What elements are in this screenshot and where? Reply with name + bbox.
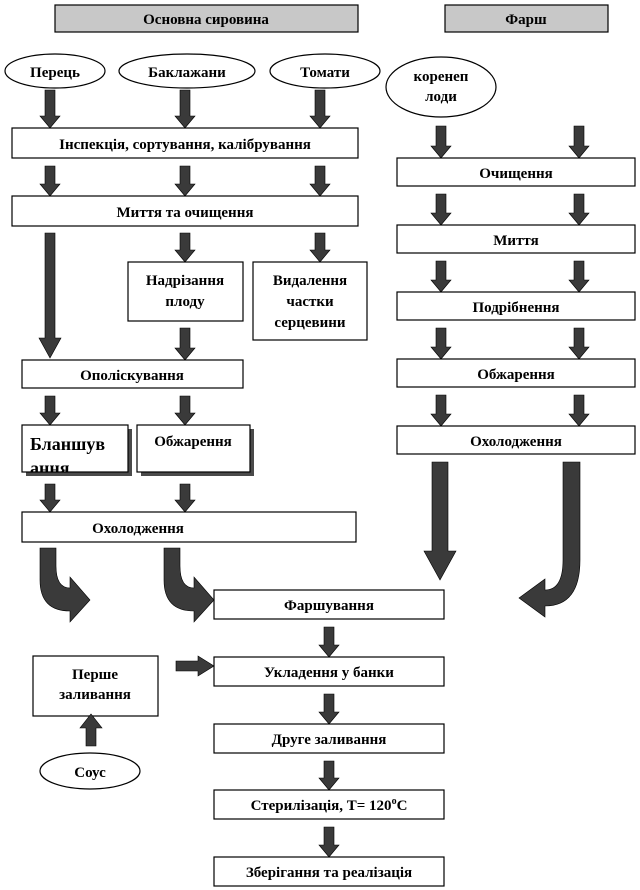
arrow-washing-cutting xyxy=(174,232,196,263)
arrow-cutting-rinsing xyxy=(174,327,196,361)
step-inspection: Інспекція, сортування, калібрування xyxy=(59,137,311,153)
step-first-pour-line1: Перше xyxy=(72,667,118,683)
header-main-raw: Основна сировина xyxy=(143,12,269,28)
arrow-pepper-1 xyxy=(39,89,61,129)
stuffing-cooling: Охолодження xyxy=(470,434,562,450)
step-second-pour-box xyxy=(213,723,445,754)
step-storage: Зберігання та реалізація xyxy=(246,865,412,881)
arrow-long-pepper xyxy=(38,232,62,359)
step-second-pour: Друге заливання xyxy=(272,732,387,748)
header-main-raw-box xyxy=(54,4,359,33)
step-filling-box xyxy=(213,589,445,620)
arrow-washing-core xyxy=(309,232,331,263)
arrow-grinding-frying-1 xyxy=(430,327,452,360)
stuffing-grinding-box xyxy=(396,291,636,321)
step-core-line1: Видалення xyxy=(273,273,347,289)
step-frying-box xyxy=(136,424,251,473)
arrow-filling-canning xyxy=(318,626,340,658)
ingredient-sauce-ellipse xyxy=(39,752,141,790)
arrow-eggplant-1 xyxy=(174,89,196,129)
ingredient-pepper-ellipse xyxy=(4,53,106,89)
arrow-second-steril xyxy=(318,760,340,791)
arrow-curved-left-1 xyxy=(39,547,91,623)
step-cooling-box xyxy=(21,511,357,543)
step-cutting-line1: Надрізання xyxy=(146,273,224,289)
arrow-rinsing-blanching xyxy=(39,395,61,426)
arrow-root-cleaning-2 xyxy=(568,125,590,159)
ingredient-root-line2: лоди xyxy=(425,89,457,105)
step-cutting-line2: плоду xyxy=(165,294,205,310)
stuffing-cleaning: Очищення xyxy=(479,166,553,182)
arrow-inspect-washing-1 xyxy=(39,165,61,197)
ingredient-root-ellipse xyxy=(385,56,497,118)
arrow-frying-cooling-s1 xyxy=(430,394,452,427)
header-stuffing: Фарш xyxy=(505,12,547,28)
arrow-cleaning-washing-2 xyxy=(568,193,590,226)
ingredient-eggplant-ellipse xyxy=(118,53,256,89)
stuffing-cleaning-box xyxy=(396,157,636,187)
ingredient-eggplant: Баклажани xyxy=(148,65,226,81)
arrow-inspect-washing-3 xyxy=(309,165,331,197)
stuffing-cooling-box xyxy=(396,425,636,455)
arrow-rinsing-frying xyxy=(174,395,196,426)
arrow-frying-cooling-s2 xyxy=(568,394,590,427)
step-frying: Обжарення xyxy=(154,434,232,450)
ingredient-pepper: Перець xyxy=(30,65,80,81)
step-blanching-line2: ання xyxy=(30,458,70,478)
arrow-curved-stuffing-right xyxy=(518,461,581,618)
step-first-pour-line2: заливання xyxy=(59,687,131,703)
step-blanching-line1: Бланшув xyxy=(30,434,105,454)
step-storage-box xyxy=(213,856,445,887)
ingredient-tomato: Томати xyxy=(300,65,350,81)
arrow-sauce-to-first-pour xyxy=(79,713,103,747)
arrow-long-stuffing-left xyxy=(423,461,457,581)
arrow-inspect-washing-2 xyxy=(174,165,196,197)
step-first-pour-box xyxy=(32,655,159,717)
arrow-canning-second xyxy=(318,693,340,725)
step-rinsing: Ополіскування xyxy=(80,368,184,384)
step-core-removal-box xyxy=(252,261,368,341)
stuffing-frying-box xyxy=(396,358,636,388)
arrow-washing-grinding-2 xyxy=(568,260,590,293)
step-core-line2: частки xyxy=(286,294,334,310)
arrow-frying-cooling xyxy=(174,483,196,513)
step-sterilization: Стерилізація, Т= 120oС xyxy=(251,796,408,814)
header-stuffing-box xyxy=(444,4,609,33)
step-canning: Укладення у банки xyxy=(264,665,394,681)
stuffing-washing: Миття xyxy=(493,233,538,249)
stuffing-frying: Обжарення xyxy=(477,367,555,383)
step-sterilization-box xyxy=(213,789,445,820)
arrow-blanching-cooling xyxy=(39,483,61,513)
stuffing-washing-box xyxy=(396,224,636,254)
arrow-steril-storage xyxy=(318,826,340,858)
arrow-tomato-1 xyxy=(309,89,331,129)
arrow-root-cleaning-1 xyxy=(430,125,452,159)
step-blanching-box xyxy=(21,424,129,473)
step-filling: Фаршування xyxy=(284,598,374,614)
ingredient-sauce: Соус xyxy=(74,765,106,781)
step-cooling: Охолодження xyxy=(92,521,184,537)
arrow-washing-grinding-1 xyxy=(430,260,452,293)
arrow-curved-left-2 xyxy=(163,547,215,623)
step-washing: Миття та очищення xyxy=(117,205,254,221)
step-rinsing-box xyxy=(21,359,244,389)
ingredient-tomato-ellipse xyxy=(269,53,381,89)
step-cutting-box xyxy=(127,261,244,322)
stuffing-grinding: Подрібнення xyxy=(472,300,559,316)
step-core-line3: серцевини xyxy=(274,315,346,331)
ingredient-root-line1: коренеп xyxy=(414,69,469,85)
arrow-cleaning-washing-1 xyxy=(430,193,452,226)
arrow-first-pour-to-canning xyxy=(175,655,215,677)
arrow-grinding-frying-2 xyxy=(568,327,590,360)
